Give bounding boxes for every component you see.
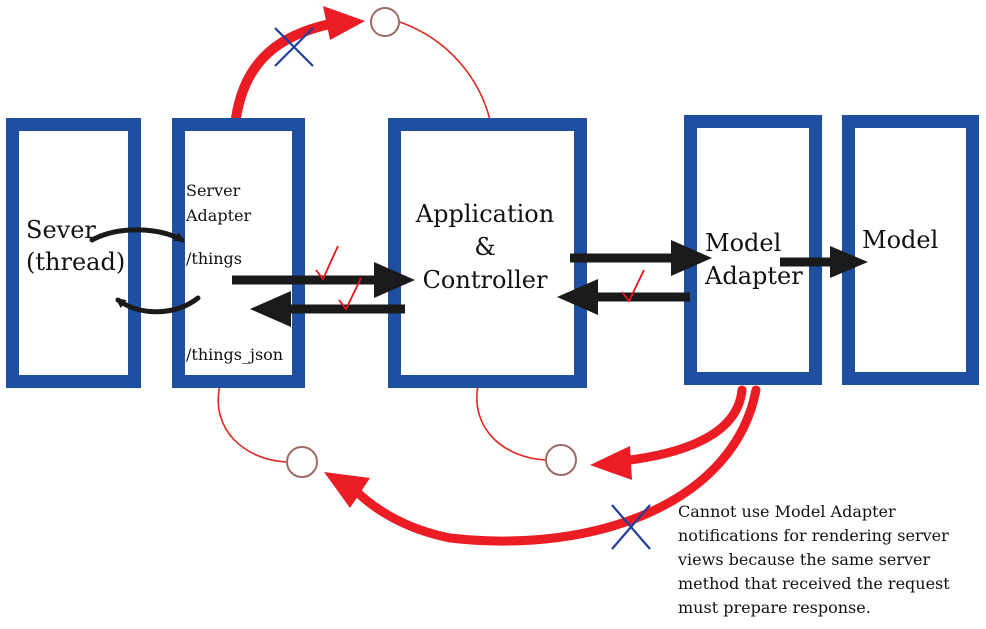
check-mark-response <box>338 277 362 311</box>
application-controller-box <box>388 118 587 388</box>
note-line: views because the same server <box>678 550 931 569</box>
bottom-left-connector-line <box>217 384 288 463</box>
server-thread-box <box>6 118 141 388</box>
note-line: Cannot use Model Adapter <box>678 502 896 521</box>
check-mark-model <box>621 269 645 303</box>
application-controller-label: Application & Controller <box>415 200 555 294</box>
server-label: Sever (thread) <box>26 216 126 276</box>
red-arrow-to-bottom-middle-node <box>625 385 747 465</box>
bottom-left-node-circle <box>286 446 318 478</box>
blocked-x-mark-top <box>274 27 314 67</box>
bottom-middle-node-circle <box>545 444 577 476</box>
model-adapter-to-model-arrow-head <box>830 246 868 278</box>
red-arrow-head-bottom-left <box>324 472 370 508</box>
route-things: /things <box>186 249 242 268</box>
blocked-x-mark-bottom <box>611 504 651 550</box>
model-adapter-label: Model Adapter <box>705 229 803 290</box>
note-line: must prepare response. <box>678 598 871 617</box>
model-adapter-box <box>684 115 822 385</box>
note-line: notifications for rendering server <box>678 526 949 545</box>
top-connector-line <box>399 21 491 121</box>
controller-to-adapter-arrow-head <box>250 291 291 327</box>
controller-to-model-adapter-arrow-head <box>671 240 712 276</box>
check-mark-request <box>315 245 339 281</box>
explanation-note: Cannot use Model Adapter notifications f… <box>678 500 978 620</box>
red-arrow-to-bottom-left-node <box>350 385 761 546</box>
bottom-middle-connector-line <box>476 384 547 461</box>
route-things-json: /things_json <box>186 345 284 364</box>
red-arrow-head-bottom-middle <box>590 446 632 480</box>
red-arrow-head-top <box>323 6 365 40</box>
adapter-to-controller-arrow-head <box>374 262 415 298</box>
model-box <box>842 115 979 385</box>
server-adapter-title: Server Adapter <box>186 181 252 225</box>
top-node-circle <box>370 7 400 37</box>
model-label: Model <box>862 226 939 254</box>
model-adapter-to-controller-arrow-head <box>557 279 598 315</box>
adapter-to-server-curve-arrow <box>115 295 201 315</box>
server-adapter-box <box>172 118 305 388</box>
note-line: method that received the request <box>678 574 950 593</box>
server-to-adapter-curve-arrow <box>89 227 185 243</box>
